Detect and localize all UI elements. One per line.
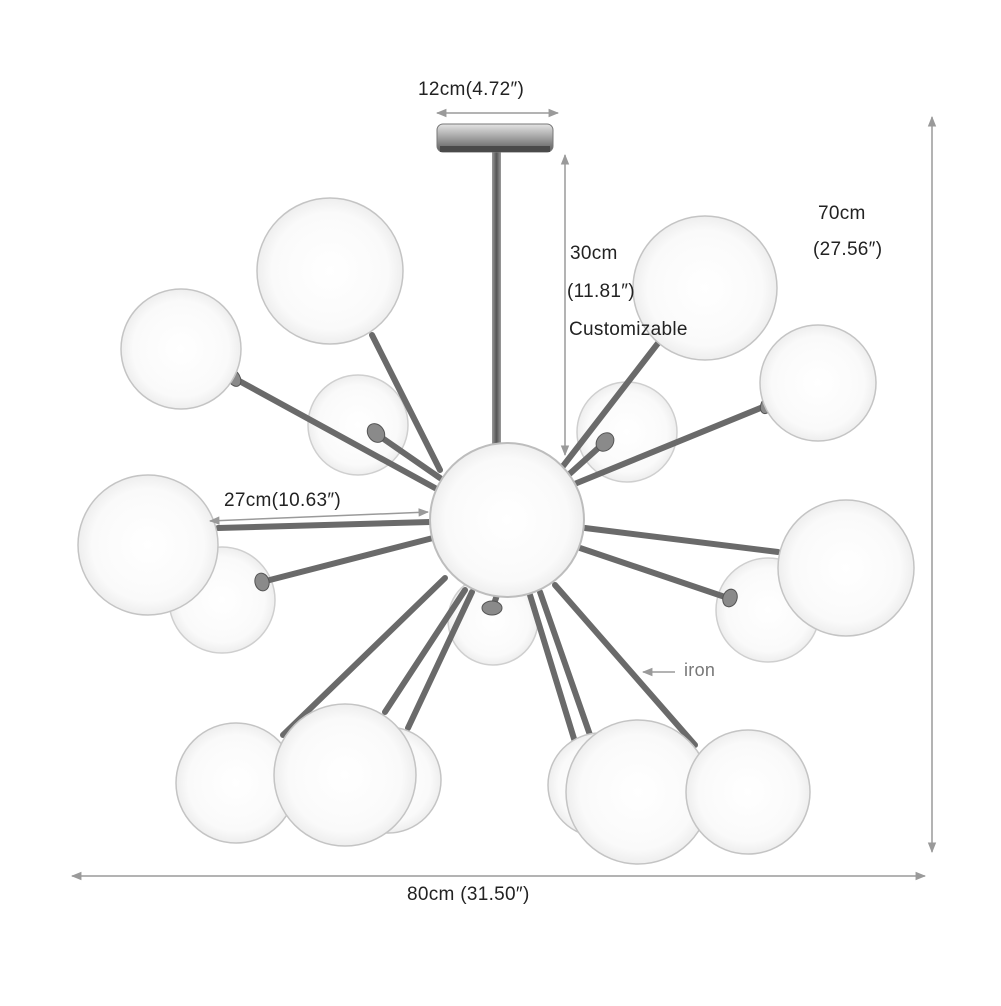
arm <box>405 589 475 731</box>
socket-cap <box>595 432 615 452</box>
globe-center <box>429 442 585 598</box>
dimension-lines <box>70 108 937 881</box>
arm <box>259 535 436 585</box>
mount <box>436 123 554 455</box>
arm <box>280 575 448 738</box>
dim-line-arm <box>208 508 430 525</box>
arm <box>552 582 698 748</box>
arm <box>372 430 443 481</box>
canopy-width-label: 12cm(4.72″) <box>418 79 525 100</box>
arm <box>229 374 438 491</box>
globe-top-right <box>632 215 778 361</box>
arm <box>577 545 731 601</box>
canopy-rim <box>440 146 550 152</box>
arm <box>215 519 433 531</box>
arm <box>557 335 665 473</box>
arm-length-label: 27cm(10.63″) <box>224 490 341 511</box>
globe-top-left <box>256 197 404 345</box>
arm <box>382 587 468 715</box>
globe-upper-far-right <box>759 324 877 442</box>
globe-bottom-left-center <box>273 703 417 847</box>
socket-cap <box>722 588 738 608</box>
rod-customizable-label: Customizable <box>569 319 688 340</box>
rod-length-label: 30cm <box>570 243 618 264</box>
globe-mid-left <box>77 474 219 616</box>
front-globes <box>77 197 915 865</box>
globe-upper-far-left <box>120 288 242 410</box>
down-rod <box>492 140 501 455</box>
arm <box>582 525 781 555</box>
material-label: iron <box>684 660 716 680</box>
globe-mid-right <box>777 499 915 637</box>
globe-back-left-upper <box>307 374 409 476</box>
arms <box>215 332 781 748</box>
globe-bottom-right <box>685 729 811 855</box>
rod-length-inch-label: (11.81″) <box>567 281 635 302</box>
arm <box>569 402 771 488</box>
arm <box>369 332 443 473</box>
total-width-label: 80cm (31.50″) <box>407 884 530 905</box>
total-height-label: 70cm <box>818 203 866 224</box>
socket-cap <box>254 572 270 592</box>
arm <box>527 592 578 745</box>
socket-cap <box>481 600 503 616</box>
total-height-inch-label: (27.56″) <box>813 239 883 260</box>
socket-cap <box>366 423 386 443</box>
arm <box>537 589 593 738</box>
